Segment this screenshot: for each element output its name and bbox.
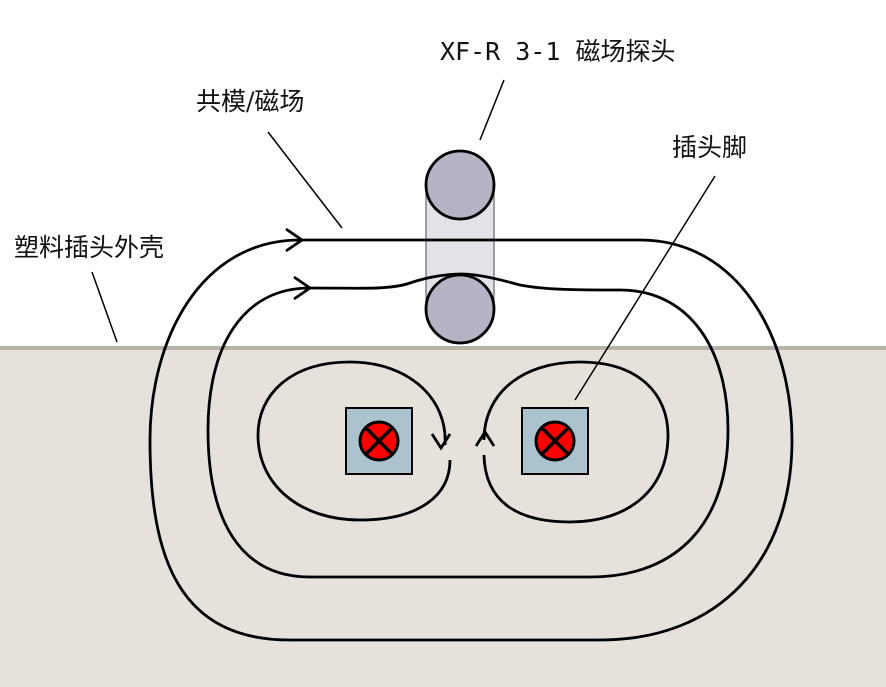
circle-cross-icon (534, 420, 576, 462)
left-pin-field-loop (256, 360, 452, 522)
common-mode-leader-line (267, 131, 343, 229)
plug-pin-label: 插头脚 (672, 133, 747, 162)
inner-field-loop (206, 272, 730, 579)
right-plug-pin (521, 407, 589, 475)
plastic-housing-area (0, 348, 886, 687)
circle-cross-icon (358, 420, 400, 462)
plug-pin-leader-line (574, 175, 716, 401)
outer-field-loop (148, 238, 794, 642)
plastic-housing-label: 塑料插头外壳 (14, 233, 164, 262)
probe-bottom-ring (424, 273, 496, 345)
probe-leader-line (479, 79, 505, 141)
probe-top-ring (424, 149, 496, 221)
left-loop-arrow-icon (430, 433, 452, 451)
right-pin-field-loop (482, 360, 670, 524)
common-mode-label: 共模/磁场 (196, 87, 304, 116)
inner-loop-arrow-icon (293, 275, 313, 301)
housing-leader-line (91, 271, 118, 343)
left-plug-pin (345, 407, 413, 475)
outer-loop-arrow-icon (285, 227, 305, 253)
probe-label: XF-R 3-1 磁场探头 (440, 37, 675, 66)
right-loop-arrow-icon (474, 429, 496, 447)
